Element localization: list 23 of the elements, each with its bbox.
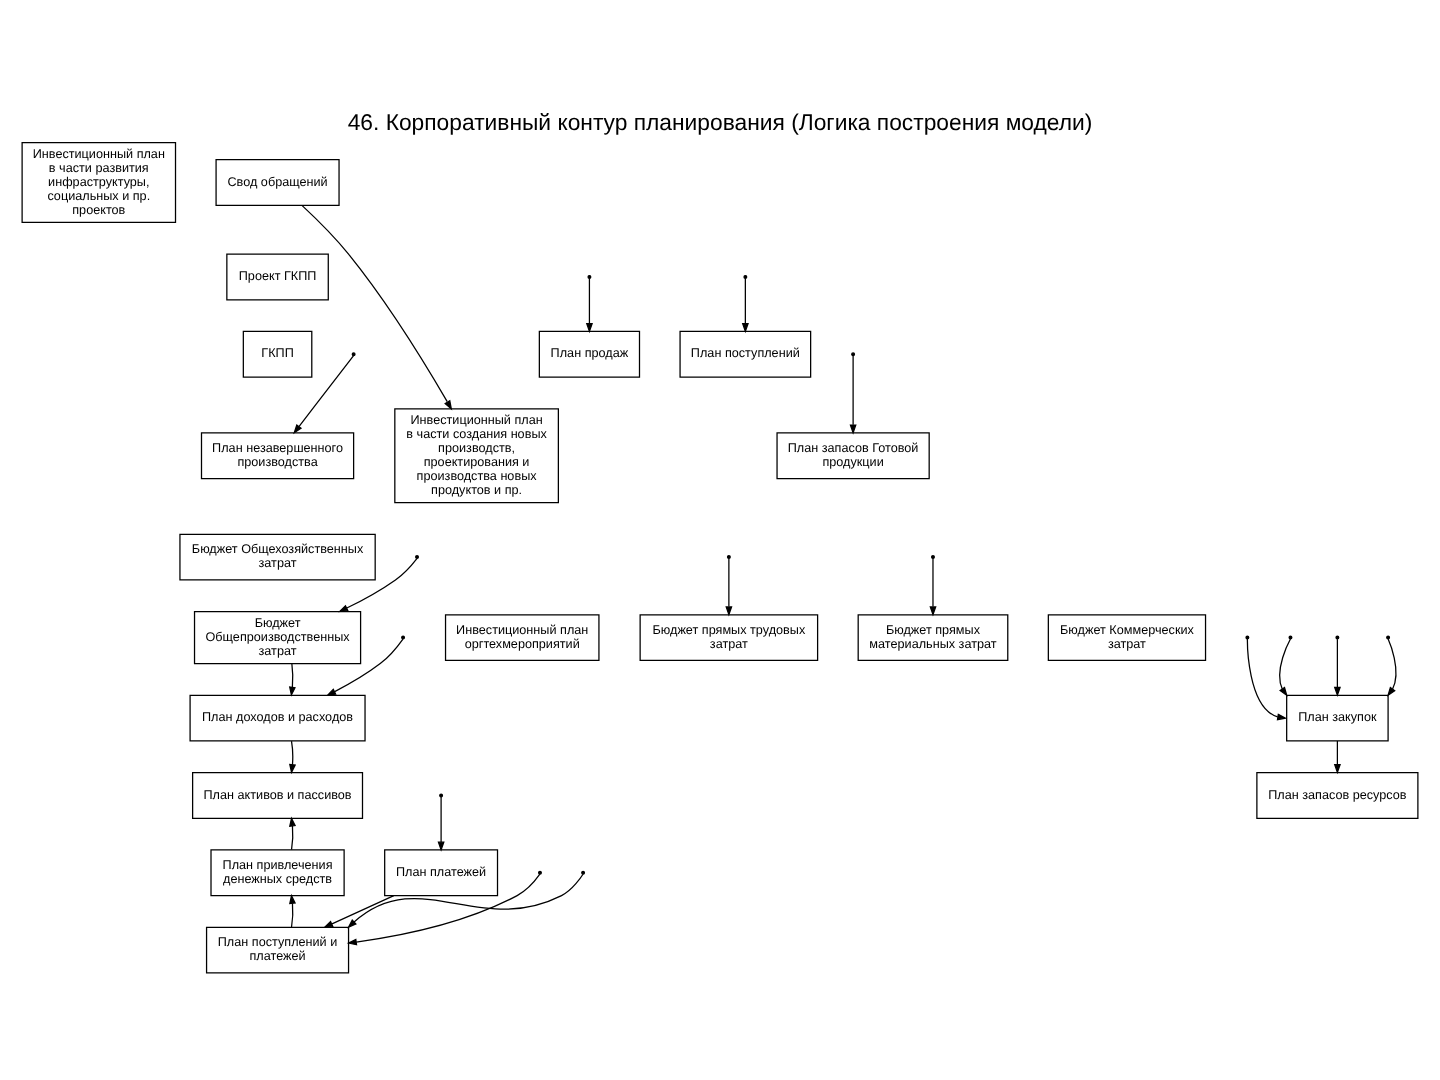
arrow	[323, 895, 395, 929]
arrow	[929, 557, 937, 617]
diagram-title: 46. Корпоративный контур планирования (Логика построения модели)	[347, 112, 1093, 137]
arrow	[338, 557, 418, 613]
arrow	[437, 796, 445, 852]
arrow	[288, 663, 296, 697]
arrow	[1279, 638, 1292, 697]
arrow	[849, 355, 857, 435]
arrow	[1386, 638, 1397, 697]
arrow	[585, 277, 593, 334]
arrow	[725, 557, 733, 617]
arrow	[301, 204, 453, 411]
arrow	[326, 638, 404, 697]
arrow	[347, 873, 584, 929]
arrow	[289, 816, 297, 851]
arrow	[1333, 740, 1341, 775]
arrow	[289, 740, 297, 775]
arrow	[293, 355, 355, 435]
arrow	[1246, 638, 1288, 721]
arrow	[741, 277, 749, 334]
arrow	[1333, 638, 1341, 697]
arrow	[289, 893, 297, 928]
arrow	[346, 873, 541, 946]
